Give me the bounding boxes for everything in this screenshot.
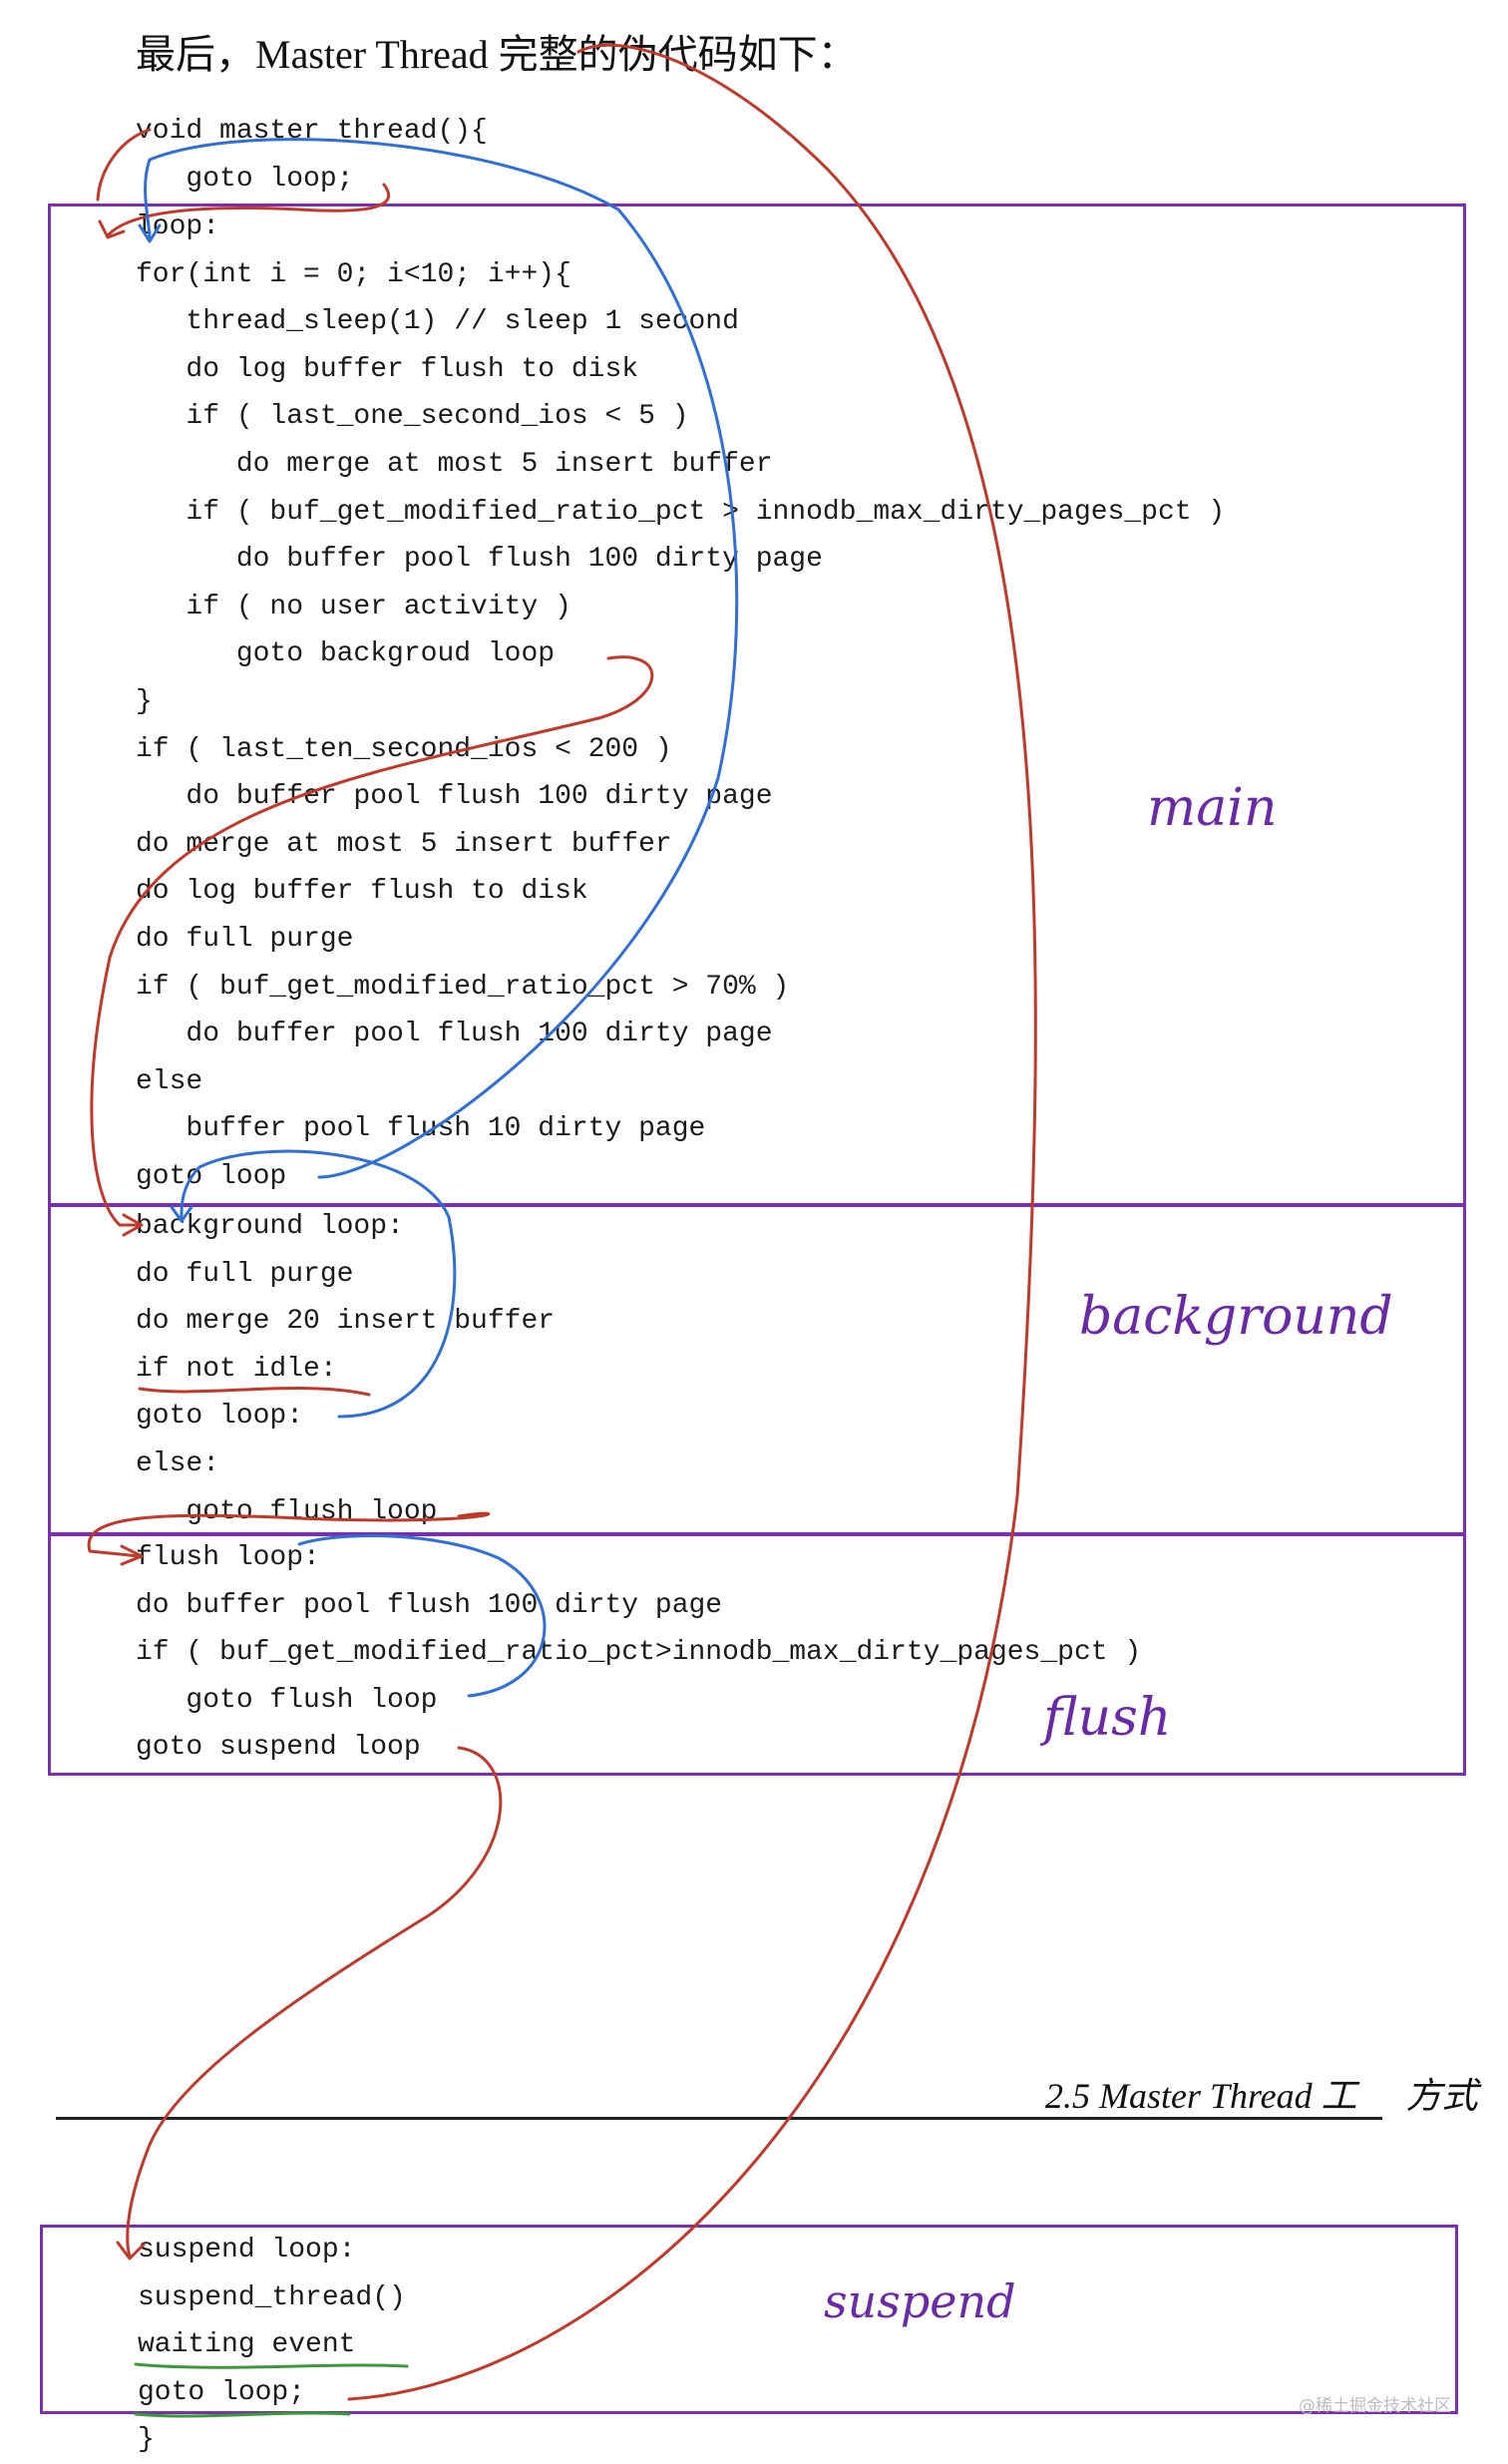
blue-arrow-flush <box>297 1534 547 1698</box>
code-line: if ( buf_get_modified_ratio_pct>innodb_m… <box>136 1637 1142 1669</box>
code-line: do log buffer flush to disk <box>136 876 588 908</box>
code-line: goto loop: <box>136 1401 304 1433</box>
code-line: if ( buf_get_modified_ratio_pct > innodb… <box>136 496 1226 528</box>
red-arrow-goto-loop <box>106 183 390 237</box>
code-line: buffer pool flush 10 dirty page <box>136 1113 706 1145</box>
code-line: if not idle: <box>136 1353 337 1385</box>
blue-arrow-head-background <box>170 1205 193 1223</box>
code-line: do full purge <box>136 923 354 955</box>
page-footer-rule <box>56 2117 1382 2120</box>
red-arrow-backgroud <box>90 655 654 1227</box>
code-line: flush loop: <box>136 1542 320 1573</box>
blue-flow-arrows <box>138 138 739 1698</box>
code-line: do buffer pool flush 100 dirty page <box>136 781 773 813</box>
watermark: @稀土掘金技术社区 <box>1299 2396 1451 2416</box>
green-underline-goto-loop <box>134 2411 351 2418</box>
code-line: do buffer pool flush 100 dirty page <box>136 1019 773 1050</box>
red-arrow-head-loop <box>98 219 126 239</box>
code-suspend: suspend loop: suspend_thread() waiting e… <box>138 2227 406 2416</box>
label-main: main <box>1147 778 1278 838</box>
code-background: background loop: do full purge do merge … <box>136 1203 555 1535</box>
page-section-title: 2.5 Master Thread 工 方式 <box>1045 2067 1478 2119</box>
code-line: if ( last_ten_second_ios < 200 ) <box>136 733 672 765</box>
code-line: else: <box>136 1447 220 1479</box>
code-line: } <box>138 2424 155 2455</box>
code-line: } <box>136 685 153 717</box>
code-flush: flush loop: do buffer pool flush 100 dir… <box>136 1534 1141 1772</box>
code-line: if ( buf_get_modified_ratio_pct > 70% ) <box>136 971 790 1003</box>
section-title-text: 2.5 Master Thread 工 <box>1045 2076 1357 2116</box>
red-arrow-head-suspend <box>116 2241 146 2260</box>
blue-arrow-background <box>180 1149 457 1419</box>
code-line: else <box>136 1065 203 1097</box>
page-heading: 最后，Master Thread 完整的伪代码如下： <box>136 32 858 77</box>
label-background: background <box>1079 1287 1393 1347</box>
code-line: do log buffer flush to disk <box>136 353 639 385</box>
code-line: do merge 20 insert buffer <box>136 1306 556 1338</box>
blue-arrow-head-loop <box>138 223 162 243</box>
code-line: goto loop; <box>136 163 354 195</box>
code-line: goto loop; <box>138 2376 306 2408</box>
red-arrow-head-background <box>122 1213 144 1237</box>
code-line: thread_sleep(1) // sleep 1 second <box>136 306 739 338</box>
green-underlines <box>134 2362 409 2418</box>
suspend-section-box <box>40 2225 1458 2414</box>
red-arrow-long-return <box>347 43 1037 2401</box>
code-footer: } <box>138 2416 155 2464</box>
code-main: loop: for(int i = 0; i<10; i++){ thread_… <box>136 204 1225 1200</box>
red-flow-arrows <box>87 43 1037 2401</box>
code-line: do buffer pool flush 100 dirty page <box>136 544 823 576</box>
green-underline-waiting-event <box>134 2362 409 2369</box>
code-line: do merge at most 5 insert buffer <box>136 448 773 480</box>
red-arrow-flush-loop <box>87 1511 491 1558</box>
blue-arrow-goto-loop <box>144 138 739 1179</box>
code-line: waiting event <box>138 2329 356 2361</box>
code-line: suspend_thread() <box>138 2281 406 2313</box>
code-line: suspend loop: <box>138 2235 356 2265</box>
code-line: if ( last_one_second_ios < 5 ) <box>136 401 689 433</box>
section-title-trailing: 方式 <box>1405 2076 1478 2116</box>
code-line: background loop: <box>136 1211 404 1242</box>
flush-section-box <box>48 1532 1466 1776</box>
code-line: goto loop <box>136 1160 287 1192</box>
code-line: goto flush loop <box>136 1684 438 1716</box>
label-flush: flush <box>1043 1688 1172 1748</box>
code-line: goto backgroud loop <box>136 638 556 670</box>
red-arrow-head-flush <box>120 1544 144 1566</box>
red-arrow-entry <box>96 128 152 202</box>
code-line: if ( no user activity ) <box>136 591 571 622</box>
red-arrow-suspend <box>126 1746 503 2259</box>
label-suspend: suspend <box>824 2274 1016 2328</box>
code-line: for(int i = 0; i<10; i++){ <box>136 258 571 290</box>
code-line: do full purge <box>136 1258 354 1290</box>
code-line: do buffer pool flush 100 dirty page <box>136 1589 723 1621</box>
red-underline-if-not-idle <box>138 1387 371 1397</box>
code-line: do merge at most 5 insert buffer <box>136 828 672 860</box>
code-line: goto suspend loop <box>136 1732 421 1764</box>
code-line: goto flush loop <box>136 1495 438 1527</box>
